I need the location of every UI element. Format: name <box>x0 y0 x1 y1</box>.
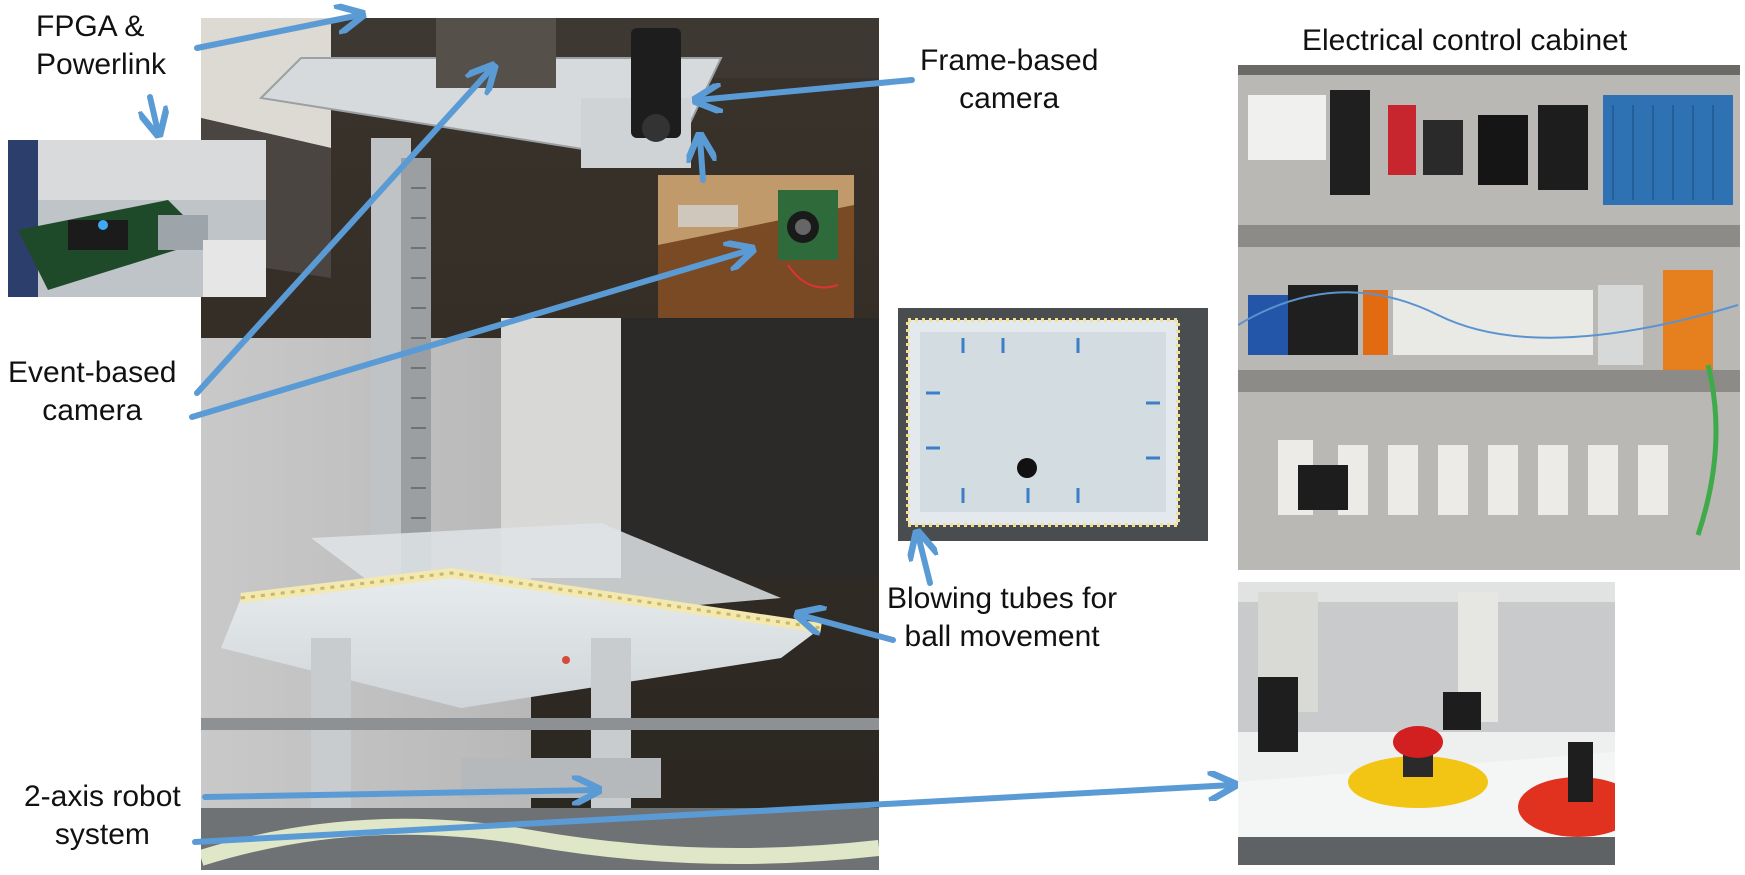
robot-system-label: 2-axis robot system <box>24 778 181 853</box>
emergency-stop-photo <box>1238 582 1615 865</box>
arrow-icon <box>189 250 750 420</box>
arrow-icon <box>698 77 915 100</box>
label-line: Event-based <box>8 356 177 389</box>
label-line: Frame-based <box>920 44 1099 77</box>
label-line: FPGA & <box>36 10 145 43</box>
arrow-icon <box>800 615 896 643</box>
arrow-icon <box>918 535 930 586</box>
arrow-icon <box>192 785 1232 845</box>
label-line: Blowing tubes for <box>887 582 1118 615</box>
frame-camera-label: Frame-based camera <box>920 42 1098 117</box>
arrow-icon <box>150 94 158 132</box>
electrical-cabinet-photo <box>1238 65 1740 570</box>
label-line: ball movement <box>904 619 1100 653</box>
label-line: camera <box>42 393 143 427</box>
arrow-icon <box>700 138 703 183</box>
cabinet-title: Electrical control cabinet <box>1302 24 1628 57</box>
main-rig-photo <box>201 18 879 870</box>
arrow-icon <box>202 790 596 797</box>
fpga-board-photo <box>8 140 266 297</box>
label-line: 2-axis robot <box>24 780 181 813</box>
label-line: Powerlink <box>36 47 167 81</box>
fpga-powerlink-label: FPGA & Powerlink <box>36 8 166 83</box>
arrow-icon <box>194 15 360 51</box>
label-line: camera <box>959 81 1060 115</box>
plate-top-view-photo <box>898 308 1208 541</box>
label-line: system <box>54 817 150 851</box>
arrow-icon <box>194 68 492 396</box>
blowing-tubes-label: Blowing tubes for ball movement <box>887 580 1117 655</box>
event-camera-label: Event-based camera <box>8 354 176 429</box>
